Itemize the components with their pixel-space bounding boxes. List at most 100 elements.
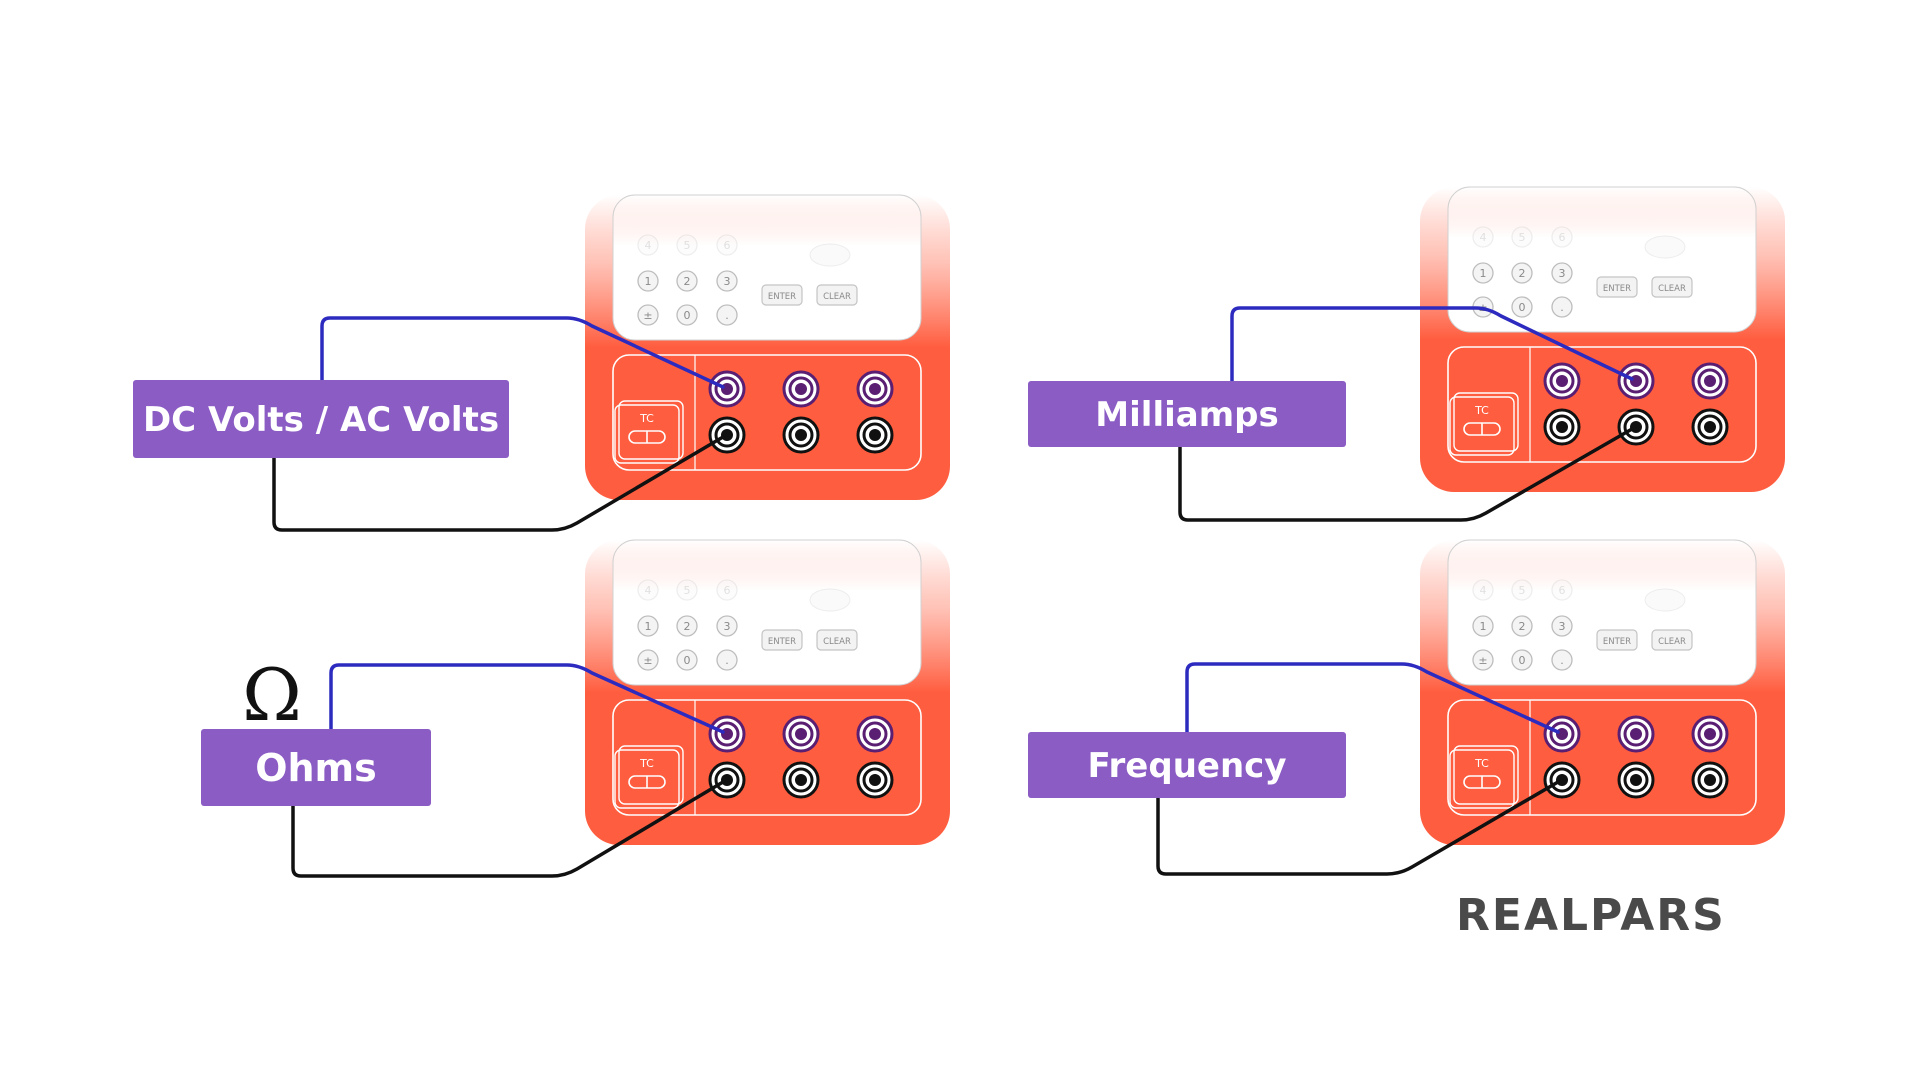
common-jack[interactable]	[1691, 761, 1729, 799]
keypad-key[interactable]: 0	[676, 649, 698, 671]
clear-key[interactable]: CLEAR	[1651, 629, 1693, 651]
keypad-key[interactable]: 1	[637, 270, 659, 292]
keypad-key[interactable]: .	[716, 649, 738, 671]
svg-text:2: 2	[684, 275, 691, 288]
keypad-key[interactable]: 3	[716, 615, 738, 637]
clear-key[interactable]: CLEAR	[816, 629, 858, 651]
keypad-key[interactable]: 0	[676, 304, 698, 326]
common-jack[interactable]	[1617, 761, 1655, 799]
common-jack[interactable]	[1543, 761, 1581, 799]
common-jack[interactable]	[1617, 408, 1655, 446]
keypad-key[interactable]: .	[1551, 296, 1573, 318]
keypad-key[interactable]: 1	[1472, 615, 1494, 637]
common-wire	[1156, 780, 1560, 876]
positive-jack[interactable]	[856, 715, 894, 753]
keypad-key[interactable]: 2	[676, 615, 698, 637]
keypad-key[interactable]: 4	[637, 234, 659, 256]
measurement-label: Milliamps	[1095, 395, 1278, 435]
svg-text:ENTER: ENTER	[1603, 637, 1631, 647]
keypad-key[interactable]: 5	[676, 234, 698, 256]
svg-text:3: 3	[724, 620, 731, 633]
nav-key[interactable]	[1644, 588, 1686, 612]
measurement-label-box	[1028, 381, 1346, 447]
keypad-key[interactable]: 6	[1551, 579, 1573, 601]
keypad-key[interactable]: 3	[1551, 615, 1573, 637]
positive-jack[interactable]	[708, 715, 746, 753]
common-jack[interactable]	[856, 761, 894, 799]
tc-connector: TC	[1449, 745, 1519, 809]
keypad-key[interactable]: ±	[1472, 649, 1494, 671]
keypad-key[interactable]: 0	[1511, 649, 1533, 671]
positive-jack[interactable]	[1691, 715, 1729, 753]
nav-key[interactable]	[809, 588, 851, 612]
positive-wire	[320, 316, 725, 389]
svg-text:4: 4	[645, 584, 652, 597]
enter-key[interactable]: ENTER	[1596, 276, 1638, 298]
keypad-key[interactable]: 0	[1511, 296, 1533, 318]
nav-key[interactable]	[809, 243, 851, 267]
keypad-key[interactable]: ±	[637, 649, 659, 671]
clear-key[interactable]: CLEAR	[1651, 276, 1693, 298]
keypad-key[interactable]: 2	[1511, 615, 1533, 637]
keypad-key[interactable]: 4	[637, 579, 659, 601]
keypad-key[interactable]: 3	[716, 270, 738, 292]
svg-text:ENTER: ENTER	[768, 292, 796, 302]
keypad-panel	[612, 539, 922, 686]
positive-jack[interactable]	[1543, 362, 1581, 400]
nav-key[interactable]	[1644, 235, 1686, 259]
positive-wire	[1230, 306, 1634, 383]
common-jack[interactable]	[1543, 408, 1581, 446]
positive-jack[interactable]	[1543, 715, 1581, 753]
common-jack[interactable]	[708, 761, 746, 799]
keypad-key[interactable]: 4	[1472, 226, 1494, 248]
clear-key[interactable]: CLEAR	[816, 284, 858, 306]
keypad-key[interactable]: ±	[637, 304, 659, 326]
enter-key[interactable]: ENTER	[761, 629, 803, 651]
common-jack[interactable]	[708, 416, 746, 454]
svg-text:5: 5	[1519, 231, 1526, 244]
keypad-key[interactable]: 1	[1472, 262, 1494, 284]
keypad-key[interactable]: 4	[1472, 579, 1494, 601]
keypad-key[interactable]: .	[1551, 649, 1573, 671]
svg-text:2: 2	[1519, 620, 1526, 633]
common-jack[interactable]	[782, 761, 820, 799]
positive-jack[interactable]	[782, 715, 820, 753]
keypad-key[interactable]: 3	[1551, 262, 1573, 284]
svg-text:3: 3	[1559, 267, 1566, 280]
svg-text:0: 0	[1519, 301, 1526, 314]
positive-jack[interactable]	[856, 370, 894, 408]
common-wire	[272, 435, 725, 532]
keypad-key[interactable]: 2	[676, 270, 698, 292]
keypad-key[interactable]: 5	[676, 579, 698, 601]
tc-label: TC	[1474, 757, 1489, 770]
keypad-key[interactable]: 5	[1511, 226, 1533, 248]
keypad-key[interactable]: 6	[1551, 226, 1573, 248]
svg-text:ENTER: ENTER	[768, 637, 796, 647]
keypad-key[interactable]: .	[716, 304, 738, 326]
jack-panel	[612, 699, 922, 816]
common-jack[interactable]	[1691, 408, 1729, 446]
common-jack[interactable]	[782, 416, 820, 454]
svg-text:.: .	[1560, 301, 1564, 314]
keypad-key[interactable]: 1	[637, 615, 659, 637]
measurement-label-box	[133, 380, 509, 458]
svg-text:ENTER: ENTER	[1603, 284, 1631, 294]
positive-jack[interactable]	[1617, 362, 1655, 400]
keypad-key[interactable]: 2	[1511, 262, 1533, 284]
svg-text:2: 2	[684, 620, 691, 633]
keypad-key[interactable]: 6	[716, 579, 738, 601]
positive-jack[interactable]	[708, 370, 746, 408]
positive-jack[interactable]	[782, 370, 820, 408]
measurement-label-box	[1028, 732, 1346, 798]
enter-key[interactable]: ENTER	[1596, 629, 1638, 651]
keypad-key[interactable]: 6	[716, 234, 738, 256]
enter-key[interactable]: ENTER	[761, 284, 803, 306]
svg-text:2: 2	[1519, 267, 1526, 280]
positive-jack[interactable]	[1691, 362, 1729, 400]
positive-jack[interactable]	[1617, 715, 1655, 753]
common-jack[interactable]	[856, 416, 894, 454]
keypad-key[interactable]: 5	[1511, 579, 1533, 601]
svg-text:0: 0	[1519, 654, 1526, 667]
